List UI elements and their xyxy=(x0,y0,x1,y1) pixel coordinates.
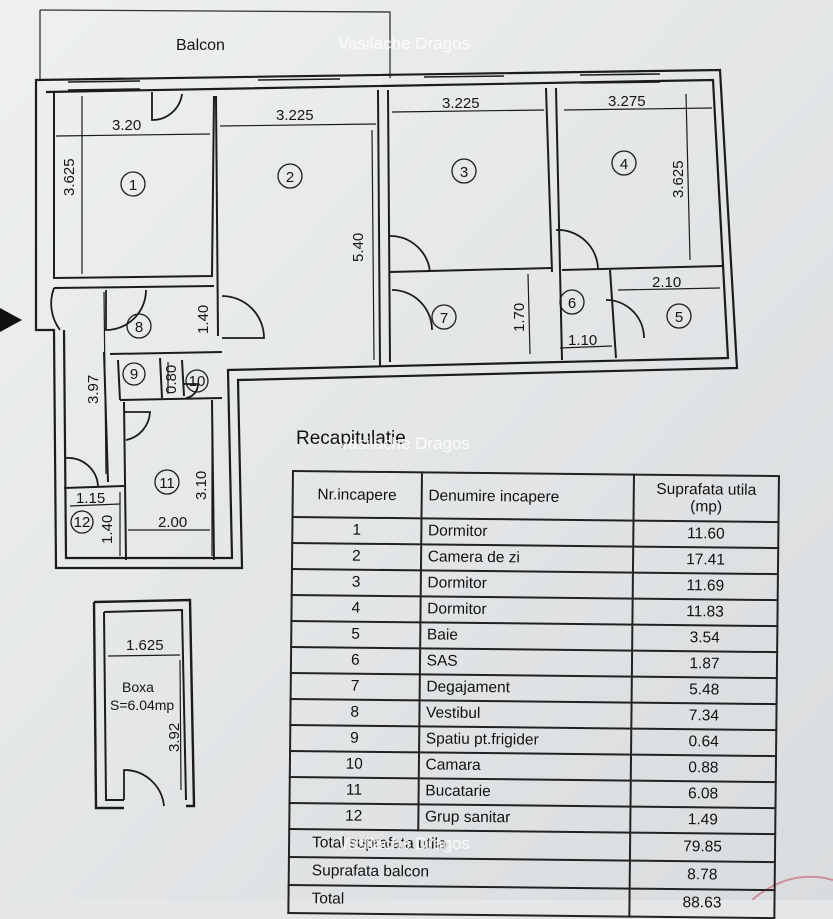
total-value: 8.78 xyxy=(629,860,775,891)
room-number-7: 7 xyxy=(440,310,448,327)
row-area: 11.60 xyxy=(633,520,779,549)
storage-title: Boxa xyxy=(122,679,154,695)
dim-room6-height: 1.70 xyxy=(511,303,528,332)
row-name: Grup sanitar xyxy=(417,804,631,833)
dim-room2-height: 5.40 xyxy=(350,233,367,262)
row-nr: 10 xyxy=(289,750,419,779)
dimension-labels: 3.20 3.625 3.225 5.40 3.225 3.275 3.625 … xyxy=(61,93,687,544)
stamp-mark xyxy=(751,875,833,900)
row-name: Degajament xyxy=(419,674,632,703)
row-area: 7.34 xyxy=(631,702,777,731)
room-number-11: 11 xyxy=(159,475,175,492)
dim-room8-height: 3.97 xyxy=(85,375,102,404)
room-number-9: 9 xyxy=(130,366,138,383)
row-name: Spatiu pt.frigider xyxy=(418,726,632,755)
row-area: 11.83 xyxy=(632,598,778,627)
room-numbers xyxy=(70,150,692,534)
row-nr: 7 xyxy=(290,672,420,701)
room-number-5: 5 xyxy=(675,309,683,326)
dim-room11-width: 2.00 xyxy=(158,514,187,531)
floor-plan-sheet: Balcon xyxy=(0,0,833,900)
header-name: Denumire incapere xyxy=(421,472,634,521)
row-area: 0.88 xyxy=(630,754,777,783)
room-number-4: 4 xyxy=(620,156,628,173)
row-name: Camara xyxy=(418,752,632,781)
dim-room1-width: 3.20 xyxy=(112,117,141,134)
entrance-arrow-icon xyxy=(0,308,22,332)
storage-box xyxy=(92,598,196,810)
row-nr: 12 xyxy=(289,802,419,831)
dim-room1-height: 3.625 xyxy=(61,158,78,196)
row-nr: 9 xyxy=(290,724,419,753)
outer-walls xyxy=(34,68,739,570)
row-nr: 6 xyxy=(290,647,420,675)
total-value: 79.85 xyxy=(629,832,776,863)
paper-background xyxy=(0,0,833,900)
row-nr: 3 xyxy=(291,569,421,597)
storage-area: S=6.04mp xyxy=(110,697,174,713)
dim-room10-width: 0.80 xyxy=(163,365,180,394)
storage-width: 1.625 xyxy=(126,637,164,654)
room-number-8: 8 xyxy=(135,319,143,336)
header-area-line2: (mp) xyxy=(690,498,723,516)
row-area: 17.41 xyxy=(632,546,779,575)
header-area: Suprafata utila (mp) xyxy=(633,474,779,523)
row-name: Dormitor xyxy=(420,518,634,547)
row-nr: 1 xyxy=(292,517,422,545)
dim-room12-height: 1.40 xyxy=(99,515,116,544)
row-area: 0.64 xyxy=(631,728,777,757)
header-area-line1: Suprafata utila xyxy=(656,480,757,499)
room-number-6: 6 xyxy=(568,295,576,312)
row-name: Bucatarie xyxy=(418,778,631,807)
dimension-lines xyxy=(55,93,721,556)
watermark: Vasilache Dragos xyxy=(338,34,470,53)
room-number-labels: 1 2 3 4 5 6 7 8 9 10 11 12 xyxy=(74,156,684,531)
row-name: Dormitor xyxy=(420,570,633,599)
row-area: 1.49 xyxy=(630,806,776,835)
watermark: Vasilache Dragos xyxy=(338,834,470,853)
row-nr: 11 xyxy=(289,776,419,805)
dim-room12-width: 1.15 xyxy=(76,490,105,507)
dim-room6-width: 1.10 xyxy=(568,332,597,349)
row-nr: 2 xyxy=(291,543,421,571)
room-number-2: 2 xyxy=(286,169,294,186)
row-name: SAS xyxy=(419,648,633,677)
room-number-3: 3 xyxy=(460,164,468,181)
row-nr: 4 xyxy=(291,595,421,623)
balcony-label: Balcon xyxy=(176,37,225,54)
dim-room4-width: 3.275 xyxy=(608,93,646,110)
header-nr: Nr.incapere xyxy=(292,471,422,519)
door-swings xyxy=(50,92,645,487)
room-number-12: 12 xyxy=(74,514,91,531)
watermark: Vasilache Dragos xyxy=(338,434,470,453)
row-name: Vestibul xyxy=(418,700,632,729)
dim-room5-width: 2.10 xyxy=(652,274,681,291)
row-area: 6.08 xyxy=(630,780,776,809)
row-name: Camera de zi xyxy=(420,544,634,573)
total-label: Suprafata balcon xyxy=(288,856,630,889)
storage-height: 3.92 xyxy=(166,723,183,752)
total-value: 88.63 xyxy=(629,888,775,919)
dim-room3-width: 3.225 xyxy=(442,95,480,112)
dim-room4-height: 3.625 xyxy=(670,160,687,198)
row-nr: 5 xyxy=(291,621,421,649)
dim-room8-door: 1.40 xyxy=(195,305,212,334)
room-number-1: 1 xyxy=(129,177,137,194)
row-area: 3.54 xyxy=(632,624,778,653)
total-label: Total xyxy=(288,884,630,917)
dim-room11-height: 3.10 xyxy=(193,471,210,500)
dim-room2-width: 3.225 xyxy=(276,107,314,124)
row-area: 11.69 xyxy=(632,572,778,601)
recap-header-row: Nr.incapere Denumire incapere Suprafata … xyxy=(292,471,779,523)
row-area: 1.87 xyxy=(631,650,778,679)
window-marks xyxy=(67,73,661,91)
row-name: Dormitor xyxy=(420,596,633,625)
row-name: Baie xyxy=(419,622,633,651)
row-nr: 8 xyxy=(290,698,420,727)
recap-title: Recapitulatie xyxy=(296,428,406,449)
row-area: 5.48 xyxy=(631,676,777,705)
balcony xyxy=(39,9,391,80)
room-number-10: 10 xyxy=(189,373,206,390)
